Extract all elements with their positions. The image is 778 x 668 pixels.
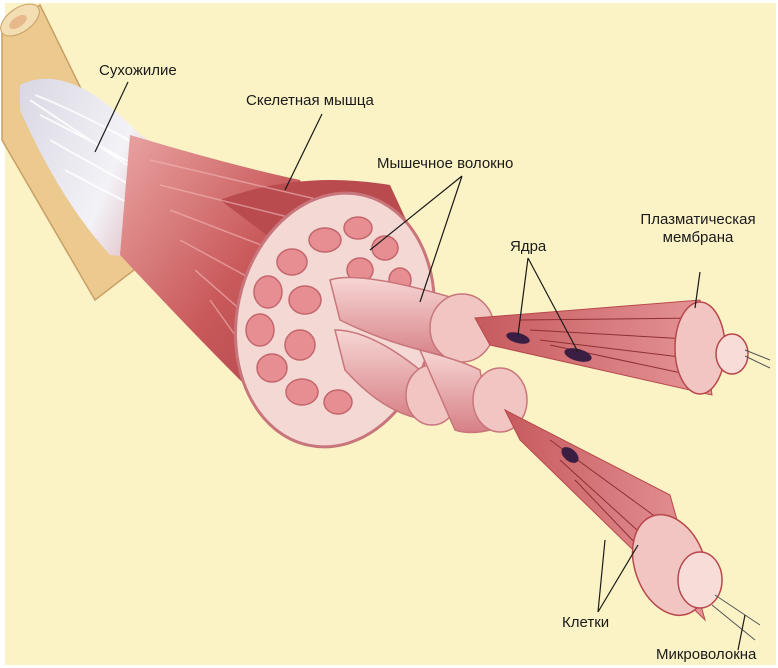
label-plasma-membrane-line2: мембрана bbox=[628, 229, 768, 247]
label-muscle-fiber: Мышечное волокно bbox=[377, 155, 513, 173]
label-plasma-membrane: Плазматическая мембрана bbox=[628, 211, 768, 247]
label-nuclei: Ядра bbox=[510, 238, 546, 256]
label-tendon: Сухожилие bbox=[99, 62, 177, 80]
label-microfibrils: Микроволокна bbox=[656, 646, 756, 664]
label-plasma-membrane-line1: Плазматическая bbox=[628, 211, 768, 229]
label-cells: Клетки bbox=[562, 614, 609, 632]
label-skeletal-muscle: Скелетная мышца bbox=[246, 92, 374, 110]
